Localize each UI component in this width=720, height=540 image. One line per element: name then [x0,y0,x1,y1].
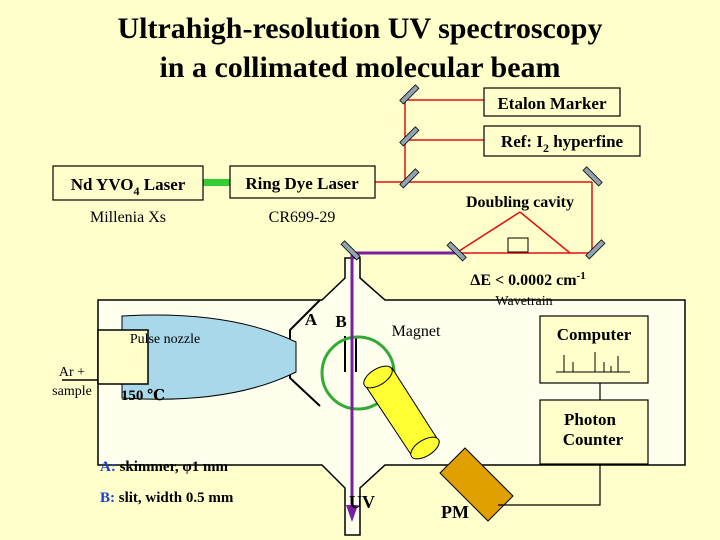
mirror-cavity-3 [446,241,467,262]
pump-beam [203,179,230,186]
mirror-cavity-1 [582,166,603,187]
photon-counter-box [539,399,649,465]
etalon-marker-box [483,87,621,117]
title-line-2: in a collimated molecular beam [159,51,560,84]
mirror-etalon [399,84,420,105]
legend-slit: B: slit, width 0.5 mm [100,490,234,506]
reference-label: Ref: I2 hyperfine [501,132,624,155]
millenia-label: Millenia Xs [90,209,166,226]
photomultiplier [439,447,514,522]
nd-yvo4-laser-label: Nd YVO4 Laser [71,175,186,198]
slit-marker-b: B [335,312,346,331]
nozzle-temperature-label: 150 ℃ [121,388,165,404]
computer-label: Computer [557,325,632,344]
linewidth-label: ΔE < 0.0002 cm-1 [470,270,585,289]
molecular-jet [121,314,297,400]
cr699-label: CR699-29 [269,209,336,226]
doubling-crystal [507,237,529,253]
ar-sample-label-line2: sample [52,384,92,399]
mirror-dye-output [399,168,420,189]
etalon-marker-label: Etalon Marker [497,94,607,113]
photon-counter-label-line2: Counter [563,430,624,449]
nd-yvo4-laser-box [52,165,204,201]
ar-sample-label-line1: Ar + [59,365,85,380]
doubling-cavity-label: Doubling cavity [466,194,574,211]
signal-cable [498,465,601,506]
reference-box [483,125,641,157]
uv-beam-arrow [346,505,358,522]
magnet-label: Magnet [392,323,441,340]
ring-dye-laser-box [229,165,376,199]
legend-skimmer: A: skimmer, φ1 mm [100,459,228,475]
mirror-cavity-2 [585,239,606,260]
title-line-1: Ultrahigh-resolution UV spectroscopy [117,12,602,45]
pulse-nozzle-label: Pulse nozzle [130,332,200,347]
collection-lens-2 [410,436,440,460]
spectrum-trace [556,352,630,373]
uv-beam-path [350,251,456,505]
photon-counter-label-line1: Photon [564,410,617,429]
mirror-uv-turn [340,240,361,261]
pulse-nozzle [97,329,149,385]
skimmer-marker-a: A [305,310,318,329]
collection-lens-1 [363,365,393,389]
mirror-reference [399,126,420,147]
pm-label: PM [441,502,469,522]
wavetrain-label: Wavetrain [495,294,552,309]
uv-label: UV [349,492,375,512]
ring-dye-laser-label: Ring Dye Laser [245,174,359,193]
